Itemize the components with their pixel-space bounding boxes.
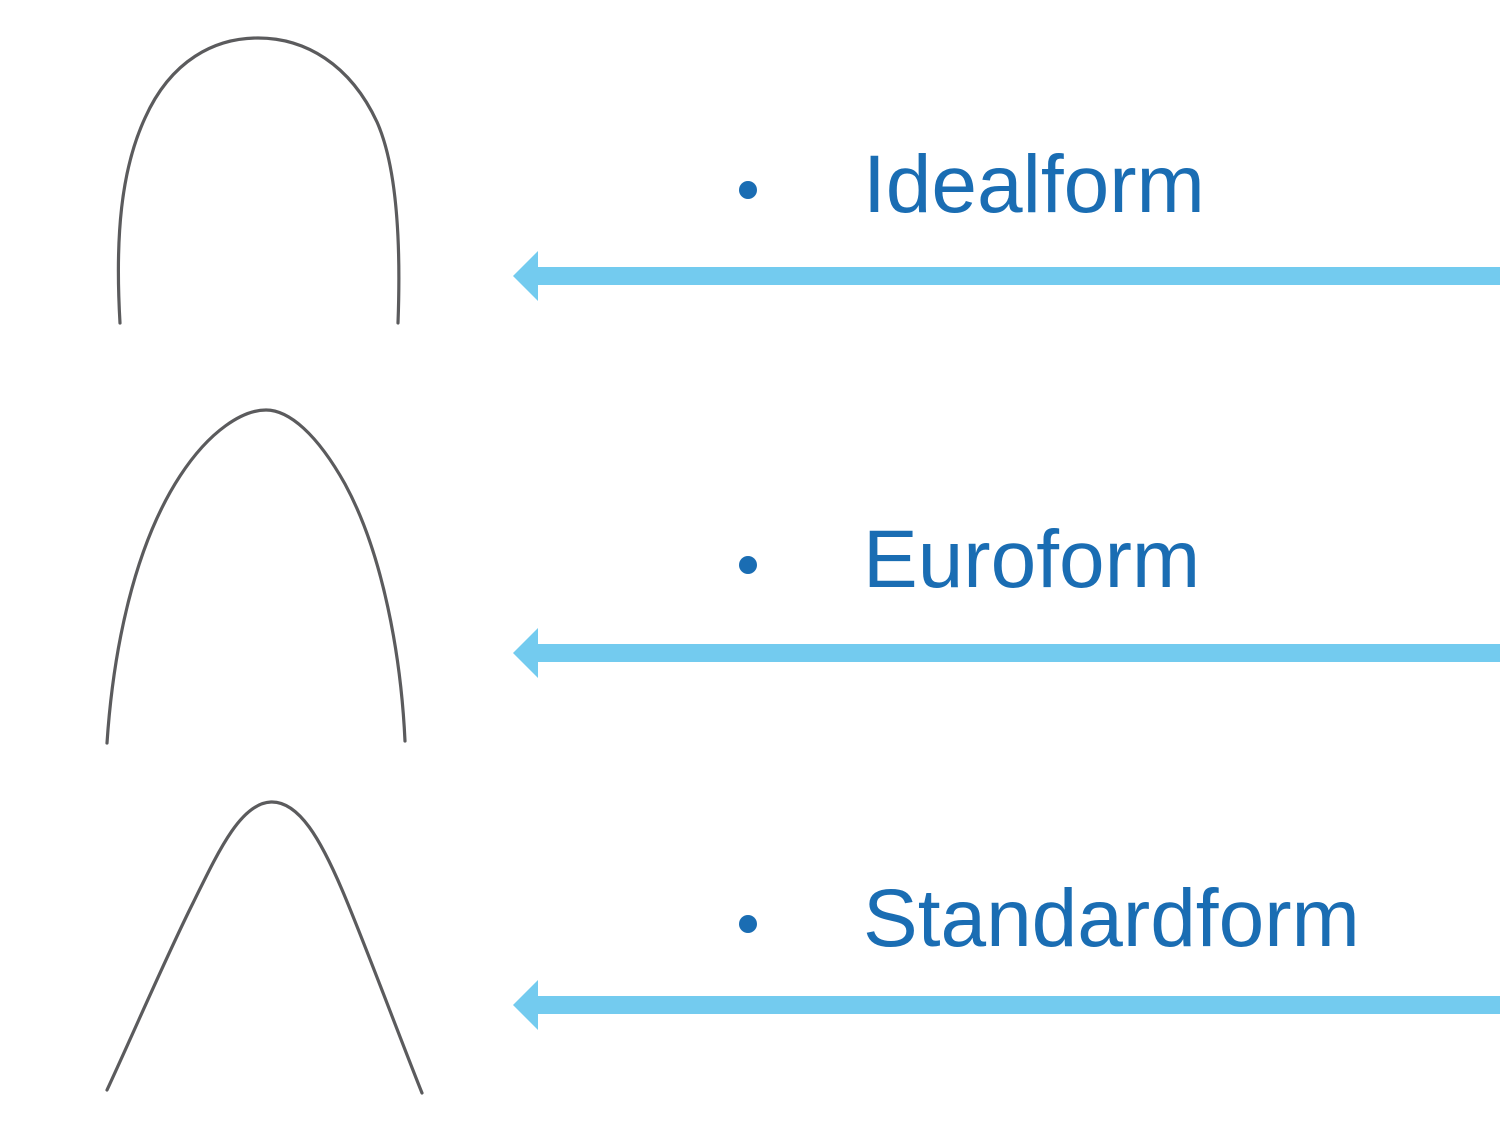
bullet-icon [739, 915, 757, 933]
idealform-archwire-figure [105, 22, 415, 334]
standardform-archwire-icon [105, 800, 424, 1095]
idealform-label: Idealform [863, 139, 1205, 230]
standardform-label-row: Standardform [739, 878, 1360, 960]
arrow-head-icon [513, 980, 538, 1030]
archwire-curve [105, 408, 407, 745]
euroform-label: Euroform [863, 514, 1201, 605]
standardform-label: Standardform [863, 873, 1360, 964]
euroform-label-row: Euroform [739, 519, 1200, 601]
standardform-left-arrow [513, 980, 1500, 1030]
euroform-archwire-figure [95, 398, 415, 750]
idealform-archwire-icon [116, 36, 401, 325]
idealform-left-arrow [513, 251, 1500, 301]
archwire-curve [116, 36, 401, 325]
bullet-icon [739, 556, 757, 574]
arrow-head-icon [513, 628, 538, 678]
euroform-archwire-icon [105, 408, 407, 745]
arrow-shaft [537, 644, 1500, 662]
archwire-curve [105, 800, 424, 1095]
arrow-shaft [537, 267, 1500, 285]
euroform-left-arrow [513, 628, 1500, 678]
bullet-icon [739, 181, 757, 199]
arrow-shaft [537, 996, 1500, 1014]
standardform-archwire-figure [95, 790, 435, 1098]
arrow-head-icon [513, 251, 538, 301]
idealform-label-row: Idealform [739, 144, 1205, 226]
